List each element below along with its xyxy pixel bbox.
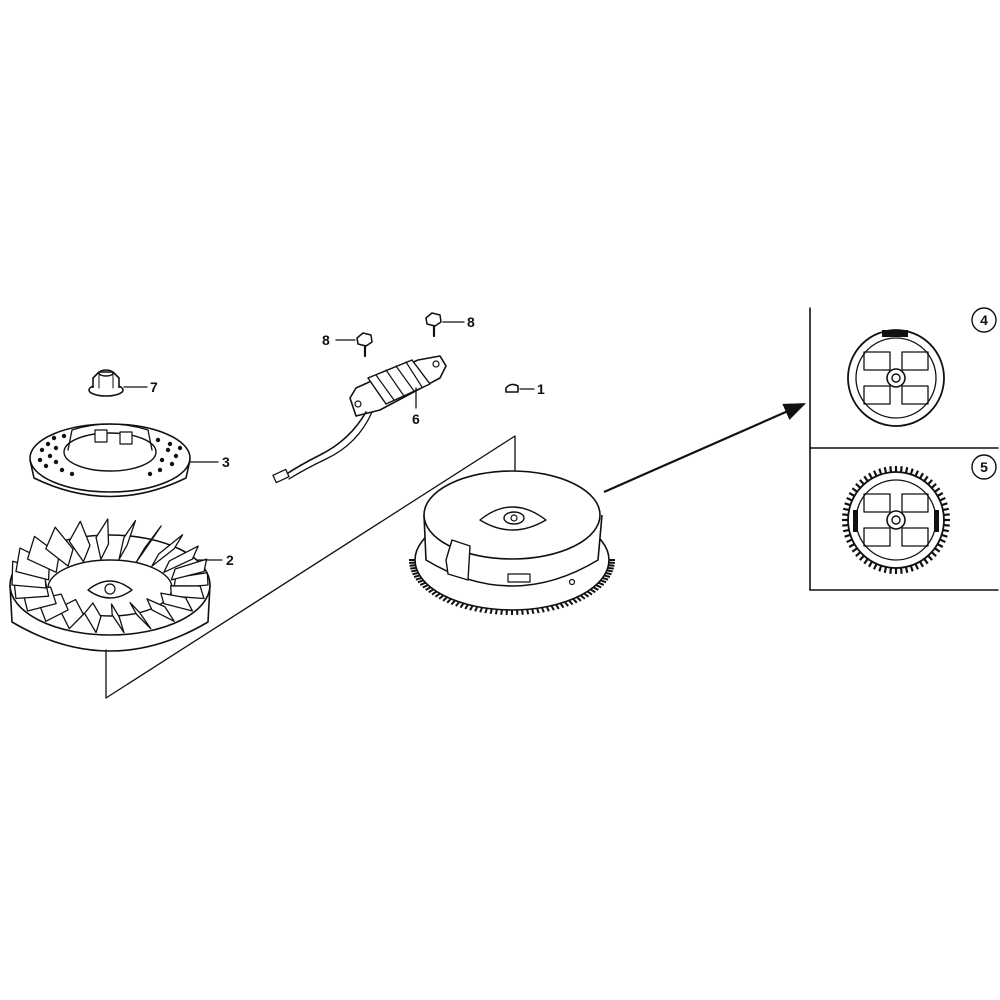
- gear-tooth: [415, 576, 422, 581]
- gear-tooth: [500, 609, 503, 615]
- gear-tooth: [428, 588, 435, 594]
- variant-label-4: 4: [980, 312, 988, 328]
- gear-tooth: [521, 609, 524, 615]
- part-label-7: 7: [150, 379, 158, 395]
- variant-5-flywheel: [842, 466, 950, 574]
- gear-tooth: [572, 598, 578, 604]
- variant-5-badge: [971, 454, 997, 480]
- variant-4-badge: [971, 307, 997, 333]
- woodruff-key-part: [505, 383, 519, 393]
- gear-tooth: [464, 604, 469, 610]
- gear-tooth: [531, 608, 535, 615]
- fan-blades: [11, 518, 209, 634]
- part-label-8-right: 8: [467, 314, 475, 330]
- gear-tooth: [459, 602, 465, 609]
- gear-tooth: [446, 598, 452, 604]
- gear-tooth: [411, 569, 418, 573]
- gear-tooth: [417, 579, 424, 584]
- fan-blade: [83, 602, 102, 634]
- fan-blade: [163, 545, 199, 573]
- gear-tooth: [559, 602, 565, 609]
- gear-tooth: [425, 586, 432, 591]
- gear-tooth: [583, 592, 590, 598]
- fan-blade: [169, 585, 205, 600]
- gear-tooth: [410, 566, 417, 570]
- part-label-3: 3: [222, 454, 230, 470]
- gear-tooth: [600, 579, 607, 584]
- gear-tooth: [550, 605, 555, 611]
- part-label-6: 6: [412, 411, 420, 427]
- gear-tooth: [455, 601, 460, 607]
- gear-tooth: [422, 584, 429, 589]
- fan-blade: [160, 592, 194, 612]
- fan-blade: [45, 526, 74, 567]
- starter-pulley-part: [29, 423, 191, 498]
- variant-4-flywheel: [847, 329, 945, 427]
- gear-tooth: [431, 590, 438, 596]
- part-label-2: 2: [226, 552, 234, 568]
- gear-tooth: [592, 586, 599, 591]
- fan-blade: [129, 601, 152, 630]
- gear-tooth: [438, 594, 445, 600]
- part-label-1: 1: [537, 381, 545, 397]
- flywheel-part: [409, 470, 615, 615]
- gear-tooth: [598, 581, 605, 586]
- gear-tooth: [568, 599, 574, 606]
- gear-tooth: [602, 576, 609, 581]
- gear-tooth: [589, 588, 596, 594]
- gear-tooth: [434, 592, 441, 598]
- gear-tooth: [450, 599, 456, 606]
- gear-tooth: [555, 604, 560, 610]
- bolt-part-right: [425, 312, 442, 338]
- fan-blade: [118, 519, 137, 560]
- gear-tooth: [526, 609, 530, 615]
- fan-blade: [135, 525, 162, 563]
- gear-tooth: [412, 571, 419, 576]
- gear-tooth: [607, 566, 614, 570]
- gear-tooth: [442, 596, 448, 602]
- gear-tooth: [479, 607, 483, 613]
- gear-tooth: [608, 564, 615, 567]
- gear-tooth: [536, 607, 540, 614]
- gear-tooth: [586, 590, 593, 596]
- part-label-8-left: 8: [322, 332, 330, 348]
- fan-blade: [110, 603, 125, 634]
- gear-tooth: [419, 581, 426, 586]
- fan-blade: [146, 598, 175, 622]
- gear-tooth: [606, 569, 613, 573]
- gear-tooth: [579, 594, 586, 600]
- gear-tooth: [494, 609, 498, 615]
- gear-tooth: [489, 608, 493, 615]
- variant-arrow: [603, 402, 807, 494]
- gear-tooth: [605, 571, 612, 576]
- gear-tooth: [545, 606, 550, 612]
- cooling-fan-part: [9, 518, 211, 652]
- fan-blade: [170, 558, 208, 581]
- gear-tooth: [413, 574, 421, 578]
- gear-tooth: [409, 564, 416, 567]
- bolt-part-left: [356, 332, 373, 358]
- gear-tooth: [603, 574, 611, 578]
- fan-blade: [151, 534, 184, 567]
- gear-tooth: [595, 584, 602, 589]
- fan-blade: [95, 518, 110, 560]
- gear-tooth: [564, 601, 569, 607]
- gear-tooth: [484, 607, 488, 614]
- gear-tooth: [576, 596, 582, 602]
- fan-blade: [26, 535, 60, 573]
- gear-tooth: [469, 605, 474, 611]
- variant-label-5: 5: [980, 459, 988, 475]
- variants-box: [809, 307, 999, 591]
- fan-blade: [68, 520, 91, 563]
- gear-tooth: [474, 606, 479, 612]
- flange-nut-part: [88, 369, 124, 397]
- gear-tooth: [541, 607, 545, 613]
- charge-coil-part: [272, 355, 447, 484]
- ring-gear-teeth: [409, 559, 615, 615]
